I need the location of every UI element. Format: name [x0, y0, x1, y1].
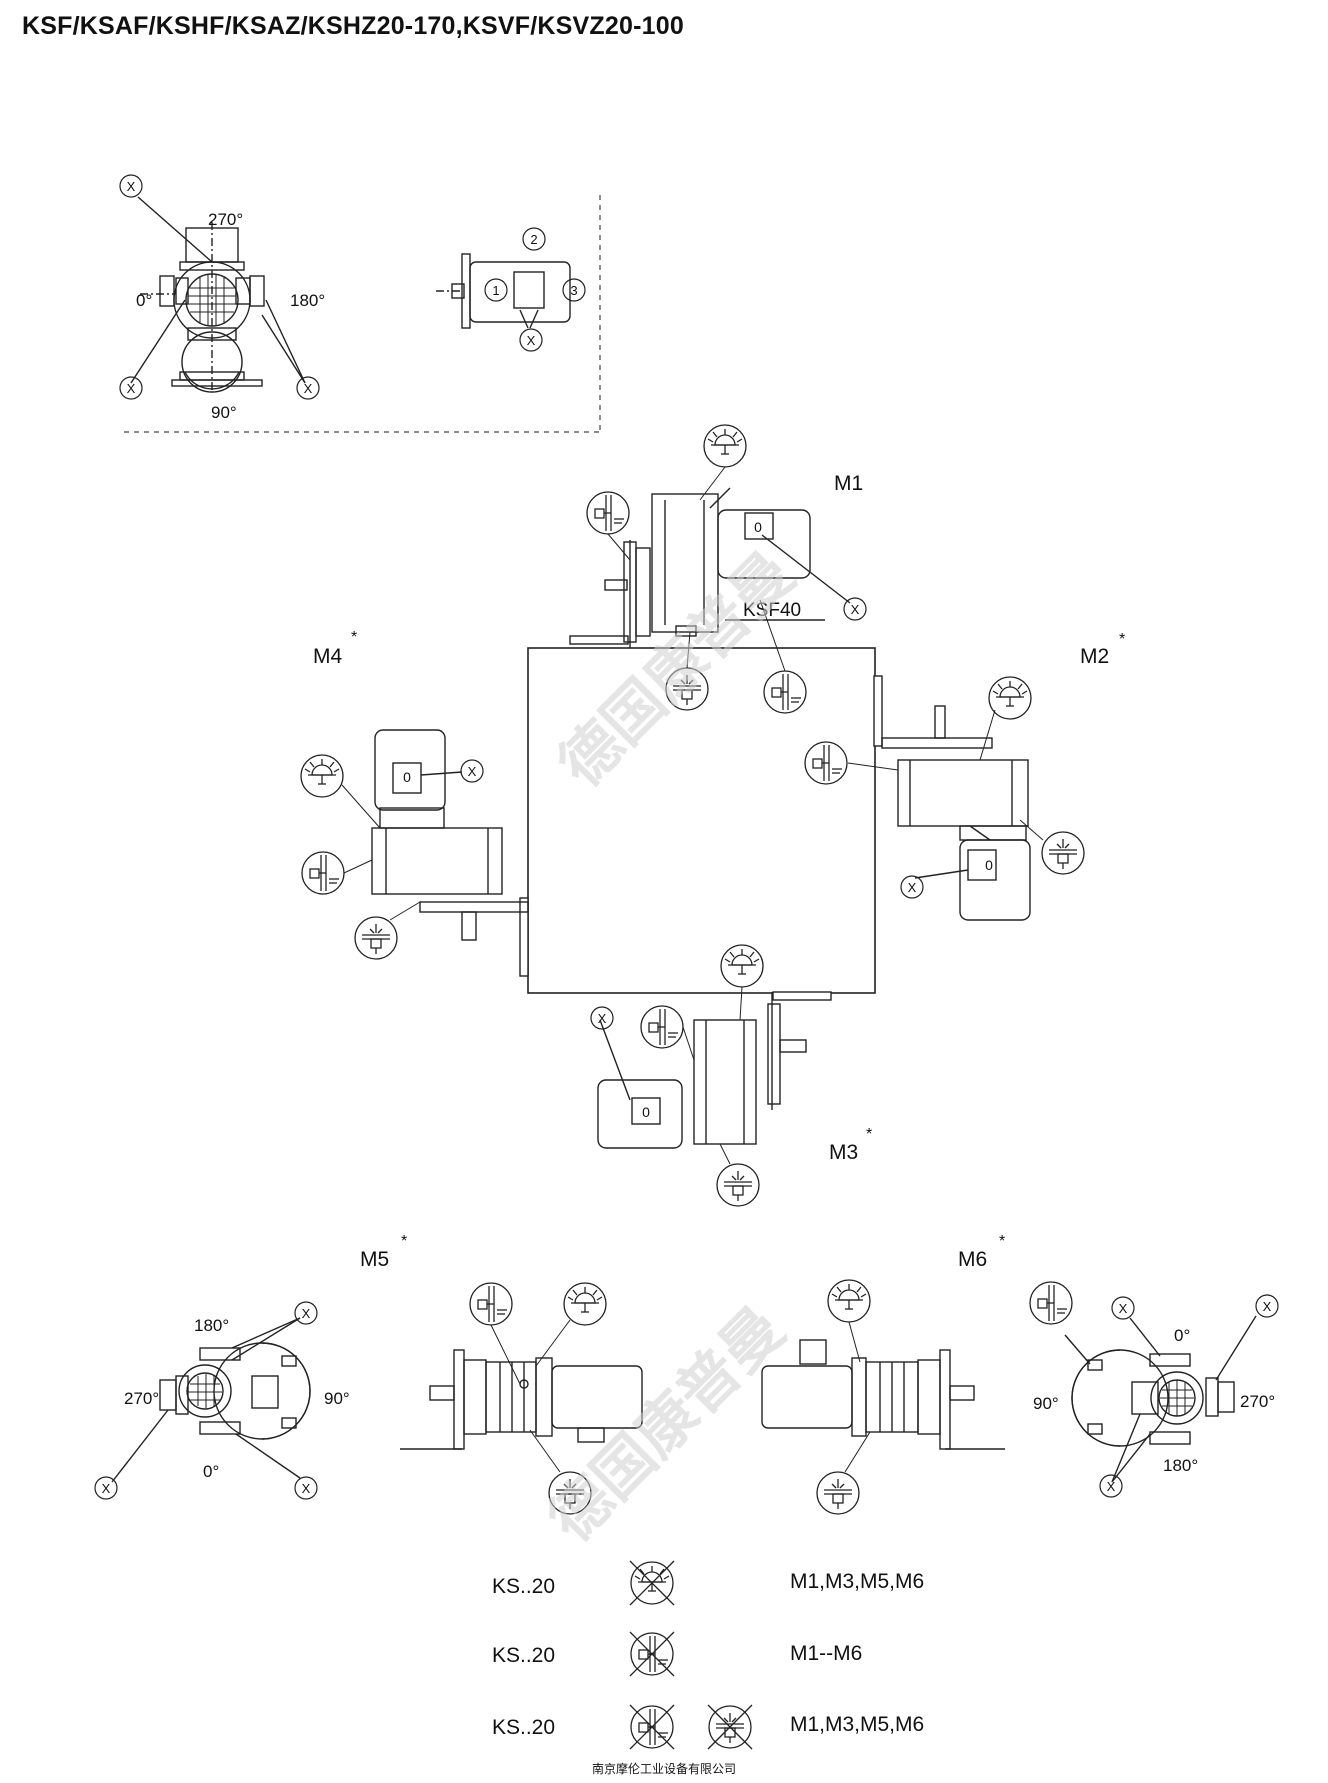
- model-label: KSF40: [743, 600, 801, 621]
- angle-label: 0°: [136, 291, 152, 310]
- legend-size: KS..20: [492, 1644, 555, 1667]
- angle-label: 0°: [1174, 1326, 1190, 1345]
- position-label-m1: M1: [834, 472, 863, 495]
- level-plug-symbol: [640, 1005, 684, 1049]
- legend-size: KS..20: [492, 1716, 555, 1739]
- position-number: 2: [530, 232, 537, 247]
- separator-line: [124, 195, 601, 433]
- legend-positions: M1--M6: [790, 1642, 862, 1665]
- level-plug-symbol: [1029, 1281, 1073, 1325]
- page-title: KSF/KSAF/KSHF/KSAZ/KSHZ20-170,KSVF/KSVZ2…: [22, 12, 684, 40]
- mounting-board: [527, 647, 876, 994]
- angle-label: 270°: [208, 210, 243, 229]
- position-label-m4: M4: [313, 645, 342, 668]
- angle-label: 270°: [1240, 1392, 1275, 1411]
- motor-terminal-zero: 0: [754, 519, 762, 535]
- position-label-m2: M2: [1080, 645, 1109, 668]
- position-label-m3: M3: [829, 1141, 858, 1164]
- vent-plug-symbol: [827, 1279, 871, 1323]
- symbol-x: X: [1107, 1479, 1116, 1494]
- motor-terminal-zero: 0: [403, 769, 411, 785]
- vent-plug-symbol: [703, 424, 747, 468]
- watermark: 德国康普曼: [546, 539, 808, 801]
- legend-positions: M1,M3,M5,M6: [790, 1713, 924, 1736]
- vent-plug-symbol: [300, 754, 344, 798]
- unit-m3: [590, 991, 832, 1149]
- position-star: *: [866, 1126, 872, 1143]
- orientation-view: [119, 174, 320, 400]
- vent-plug-symbol: [563, 1282, 607, 1326]
- level-plug-symbol: [586, 491, 630, 535]
- symbol-x: X: [598, 1011, 607, 1026]
- drain-plug-symbol: [1041, 831, 1085, 875]
- side-view: [436, 227, 586, 352]
- symbol-x: X: [102, 1481, 111, 1496]
- symbol-x: X: [527, 333, 536, 348]
- m5-end-view: [94, 1301, 318, 1500]
- m5-side-view: [400, 1349, 643, 1450]
- motor-terminal-zero: 0: [985, 857, 993, 873]
- level-plug-symbol: [469, 1282, 513, 1326]
- symbol-x: X: [304, 381, 313, 396]
- watermark: 德国康普曼: [536, 1294, 798, 1556]
- position-label-m6: M6: [958, 1248, 987, 1271]
- angle-label: 270°: [124, 1389, 159, 1408]
- vent-plug-symbol: [720, 944, 764, 988]
- drain-plug-symbol: [816, 1471, 860, 1515]
- unit-m2: [873, 675, 1031, 921]
- symbol-x: X: [302, 1306, 311, 1321]
- position-star: *: [351, 629, 357, 646]
- angle-label: 180°: [194, 1316, 229, 1335]
- position-star: *: [999, 1233, 1005, 1250]
- unit-m4: [371, 729, 529, 977]
- motor-terminal-zero: 0: [642, 1104, 650, 1120]
- unit-m1: [569, 487, 867, 648]
- symbol-x: X: [851, 602, 860, 617]
- symbol-x: X: [1119, 1301, 1128, 1316]
- level-plug-symbol: [301, 851, 345, 895]
- level-plug-symbol: [763, 670, 807, 714]
- symbol-x: X: [302, 1481, 311, 1496]
- m6-end-view: [1064, 1294, 1279, 1498]
- drain-plug-symbol: [354, 916, 398, 960]
- position-star: *: [401, 1233, 407, 1250]
- m6-side-view: [761, 1339, 1005, 1450]
- angle-label: 0°: [203, 1462, 219, 1481]
- drain-plug-symbol: [716, 1163, 760, 1207]
- symbol-x: X: [908, 880, 917, 895]
- angle-label: 90°: [324, 1389, 350, 1408]
- legend-positions: M1,M3,M5,M6: [790, 1570, 924, 1593]
- angle-label: 90°: [211, 403, 237, 422]
- angle-label: 90°: [1033, 1394, 1059, 1413]
- level-plug-symbol: [804, 741, 848, 785]
- symbol-x: X: [468, 764, 477, 779]
- angle-label: 180°: [290, 291, 325, 310]
- position-label-m5: M5: [360, 1248, 389, 1271]
- angle-label: 180°: [1163, 1456, 1198, 1475]
- symbol-x: X: [127, 381, 136, 396]
- legend-size: KS..20: [492, 1575, 555, 1598]
- position-star: *: [1119, 631, 1125, 648]
- position-number: 3: [570, 283, 577, 298]
- symbol-x: X: [1263, 1299, 1272, 1314]
- footer-company: 南京摩伦工业设备有限公司: [591, 1762, 736, 1776]
- symbol-x: X: [127, 179, 136, 194]
- legend: KS..20 M1,M3,M5,M6 KS..20 M1--M6 KS..20 …: [492, 1560, 924, 1750]
- position-number: 1: [492, 283, 499, 298]
- vent-plug-symbol: [988, 676, 1032, 720]
